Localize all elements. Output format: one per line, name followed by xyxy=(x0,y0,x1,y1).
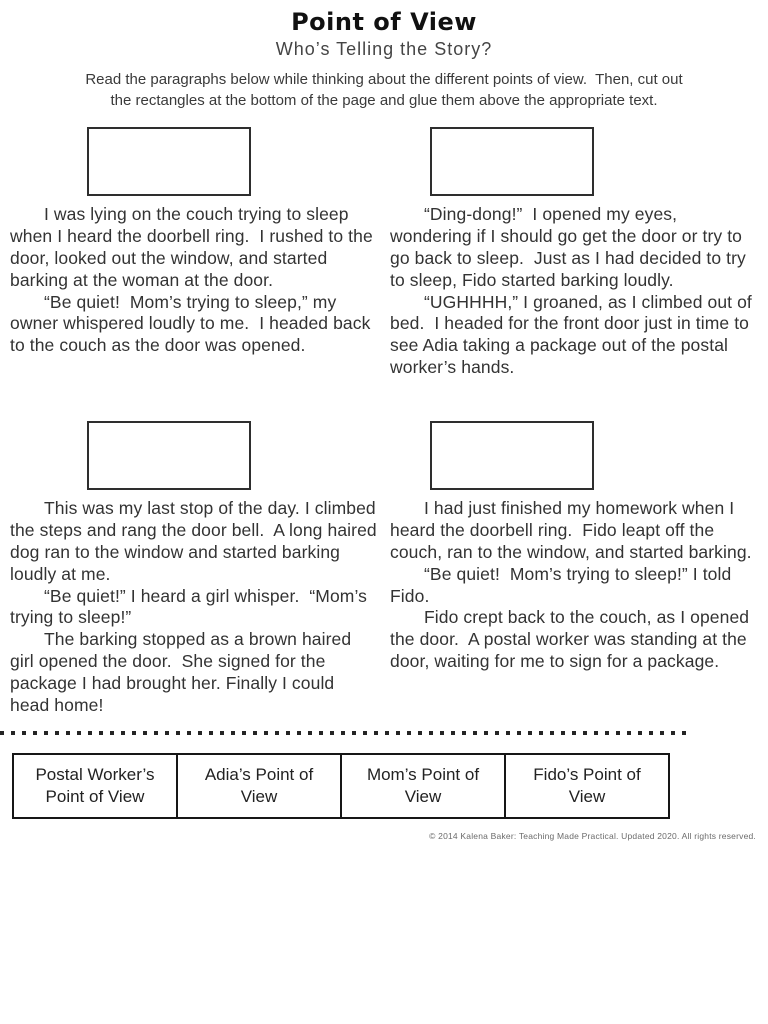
cutout-postal-worker-label: Postal Worker’s Point of View xyxy=(12,752,178,819)
story-paragraph: The barking stopped as a brown haired gi… xyxy=(10,629,357,715)
story-grid: I was lying on the couch trying to sleep… xyxy=(0,127,768,717)
story-paragraph: “Be quiet!” I heard a girl whisper. “Mom… xyxy=(10,585,372,628)
page-subtitle: Who’s Telling the Story? xyxy=(275,39,493,59)
copyright-notice: © 2014 Kalena Baker: Teaching Made Pract… xyxy=(429,830,756,841)
page-title: Point of View xyxy=(291,8,477,36)
story-paragraph: I was lying on the couch trying to sleep… xyxy=(10,204,378,290)
cutout-label: Fido’s Point of View xyxy=(533,764,641,806)
cutout-fido-label: Fido’s Point of View xyxy=(504,752,670,819)
story-dog-pov: I was lying on the couch trying to sleep… xyxy=(10,127,378,379)
cutout-row: Postal Worker’s Point of View Adia’s Poi… xyxy=(12,752,768,819)
cutout-adia-label: Adia’s Point of View xyxy=(176,752,342,819)
story-paragraph: Fido crept back to the couch, as I opene… xyxy=(390,607,755,672)
glue-box-adia xyxy=(430,421,594,490)
story-postal-worker-pov: This was my last stop of the day. I clim… xyxy=(10,421,378,717)
story-mom-pov: “Ding-dong!” I opened my eyes, wondering… xyxy=(390,127,762,379)
story-paragraph: “Ding-dong!” I opened my eyes, wondering… xyxy=(390,204,751,290)
story-adia-pov: I had just finished my homework when I h… xyxy=(390,421,762,717)
story-paragraph: “Be quiet! Mom’s trying to sleep,” my ow… xyxy=(10,291,376,356)
story-paragraph: This was my last stop of the day. I clim… xyxy=(10,498,382,584)
cut-dotted-line xyxy=(0,730,692,735)
glue-box-postal-worker xyxy=(87,421,251,490)
cutout-label: Mom’s Point of View xyxy=(366,764,480,806)
cutout-mom-label: Mom’s Point of View xyxy=(340,752,506,819)
cutout-label: Adia’s Point of View xyxy=(204,764,314,806)
story-paragraph: “UGHHHH,” I groaned, as I climbed out of… xyxy=(390,291,757,378)
story-paragraph: “Be quiet! Mom’s trying to sleep!” I tol… xyxy=(390,563,737,606)
story-paragraph: I had just finished my homework when I h… xyxy=(390,498,752,562)
instructions-text: Read the paragraphs below while thinking… xyxy=(85,71,683,109)
glue-box-mom xyxy=(430,127,594,196)
glue-box-dog xyxy=(87,127,251,196)
cutout-label: Postal Worker’s Point of View xyxy=(35,764,155,806)
